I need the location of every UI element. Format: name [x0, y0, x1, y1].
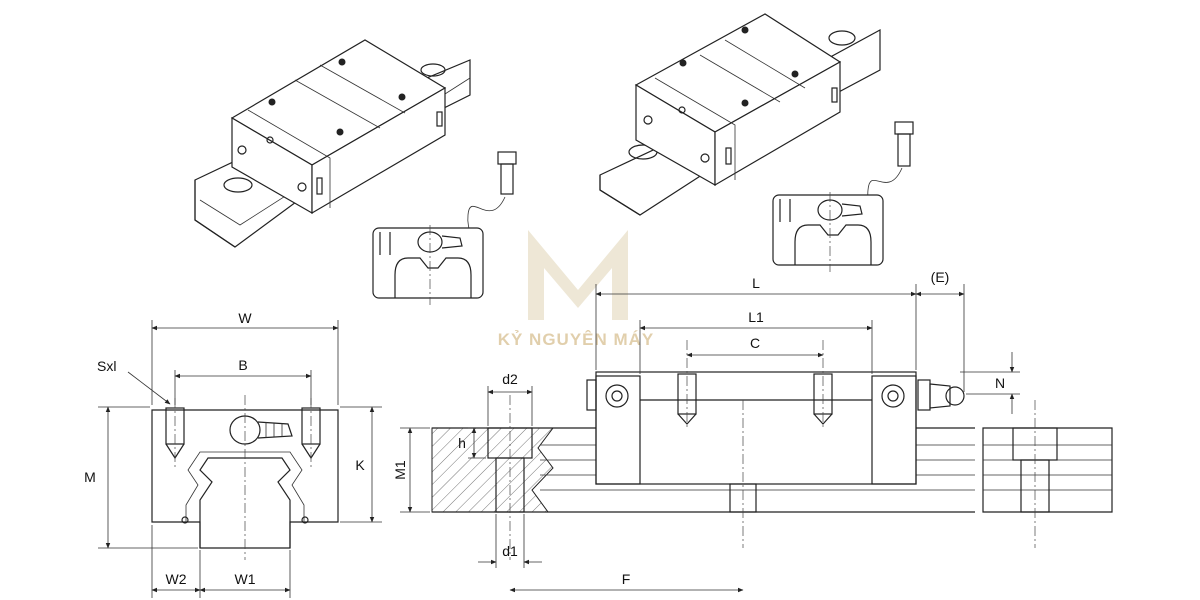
bolt-head-icon [497, 151, 517, 165]
dim-label-m1: M1 [392, 460, 408, 480]
dim-label-l: L [752, 275, 760, 291]
dim-label-c: C [750, 335, 760, 351]
section-inset-right [772, 192, 884, 272]
dim-label-f: F [622, 571, 631, 587]
brand-logo-icon [528, 230, 628, 320]
dim-label-b: B [238, 357, 247, 373]
dim-label-e: (E) [931, 269, 950, 285]
front-section-view [151, 395, 339, 560]
dim-label-sxi: Sxl [97, 358, 116, 374]
side-view [431, 340, 1113, 560]
dim-label-d1: d1 [502, 543, 518, 559]
rail-mount-hole-icon [223, 177, 253, 193]
section-inset-left [372, 225, 484, 305]
front-view-dimensions: W B Sxl M K W2 W1 [84, 310, 382, 598]
dim-label-k: K [355, 457, 365, 473]
side-view-dimensions: L (E) L1 C N d2 h M1 d1 F [392, 269, 1020, 593]
brand-watermark: KỶ NGUYÊN MÁY [498, 230, 655, 349]
grease-nipple-icon [316, 177, 323, 195]
block-3d-view-left [194, 39, 517, 249]
dim-label-m: M [84, 469, 96, 485]
watermark-text: KỶ NGUYÊN MÁY [498, 330, 655, 349]
dim-label-w2: W2 [166, 571, 187, 587]
dim-label-w: W [238, 310, 252, 326]
dim-label-w1: W1 [235, 571, 256, 587]
dim-label-d2: d2 [502, 371, 518, 387]
dim-label-l1: L1 [748, 309, 764, 325]
dim-label-n: N [995, 375, 1005, 391]
dim-label-h: h [458, 435, 466, 451]
block-3d-view-right [599, 13, 914, 223]
